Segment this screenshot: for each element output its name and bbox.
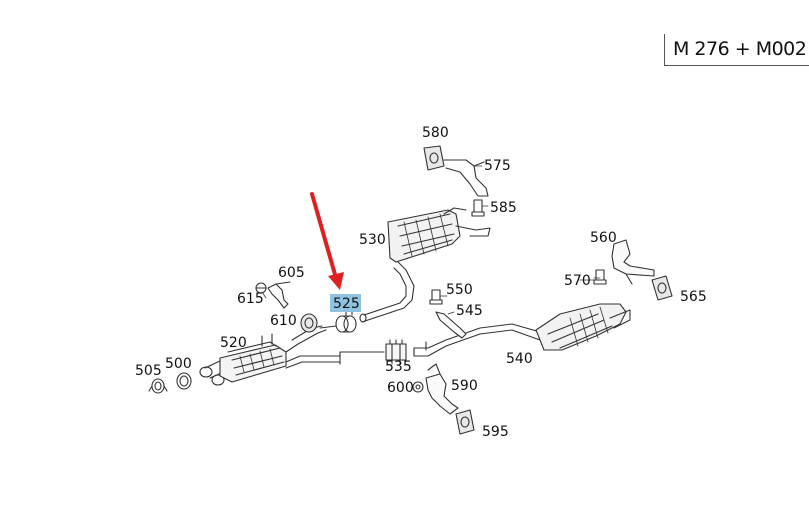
part-label-615[interactable]: 615 xyxy=(237,291,264,307)
rubber-mount-580 xyxy=(423,145,445,171)
part-label-590[interactable]: 590 xyxy=(451,378,478,394)
part-label-525[interactable]: 525 xyxy=(333,296,360,312)
gasket-500 xyxy=(176,372,192,390)
part-label-585[interactable]: 585 xyxy=(490,200,517,216)
pointer-arrow xyxy=(310,192,344,290)
clamp-525 xyxy=(335,310,357,333)
part-label-580[interactable]: 580 xyxy=(422,125,449,141)
part-label-570[interactable]: 570 xyxy=(564,273,591,289)
part-label-545[interactable]: 545 xyxy=(456,303,483,319)
nut-600 xyxy=(412,381,424,393)
part-label-520[interactable]: 520 xyxy=(220,335,247,351)
part-label-565[interactable]: 565 xyxy=(680,289,707,305)
part-label-550[interactable]: 550 xyxy=(446,282,473,298)
hanger-bracket-590 xyxy=(425,363,459,415)
bracket-605 xyxy=(255,281,291,309)
bolt-585 xyxy=(471,199,485,217)
part-label-605[interactable]: 605 xyxy=(278,265,305,281)
bolt-570 xyxy=(593,269,607,285)
rubber-mount-595 xyxy=(455,409,475,435)
hanger-bracket-560 xyxy=(611,239,655,285)
part-label-540[interactable]: 540 xyxy=(506,351,533,367)
part-label-575[interactable]: 575 xyxy=(484,158,511,174)
part-highlight xyxy=(330,294,361,312)
model-label-box: M 276 + M002 xyxy=(664,34,809,66)
clamp-505 xyxy=(148,378,168,394)
hanger-bracket-575 xyxy=(443,159,489,197)
part-label-505[interactable]: 505 xyxy=(135,363,162,379)
front-catalytic-converter xyxy=(199,325,341,386)
rubber-mount-565 xyxy=(651,275,673,301)
part-label-560[interactable]: 560 xyxy=(590,230,617,246)
part-label-600[interactable]: 600 xyxy=(387,380,414,396)
center-pipe-530 xyxy=(359,207,491,323)
part-label-500[interactable]: 500 xyxy=(165,356,192,372)
rear-pipe-540 xyxy=(413,303,631,357)
rubber-mount-610 xyxy=(300,313,318,333)
bolt-550 xyxy=(429,289,443,305)
hanger-545 xyxy=(435,311,467,339)
part-label-595[interactable]: 595 xyxy=(482,424,509,440)
clamp-535 xyxy=(385,339,407,365)
model-label: M 276 + M002 xyxy=(673,38,807,60)
part-label-535[interactable]: 535 xyxy=(385,359,412,375)
part-label-530[interactable]: 530 xyxy=(359,232,386,248)
part-label-610[interactable]: 610 xyxy=(270,313,297,329)
